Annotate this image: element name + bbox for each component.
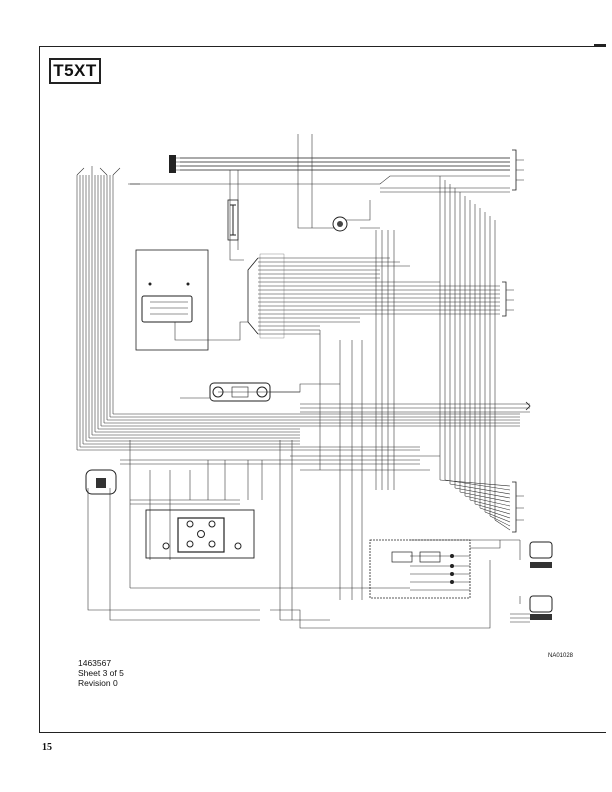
controller-terminal (450, 572, 454, 576)
connector-leads (506, 289, 514, 311)
connector-pin-area (259, 253, 285, 339)
switch-terminal (208, 540, 216, 548)
switch-side-terminal (162, 542, 170, 550)
relay-terminal-left (212, 386, 224, 398)
logic-module-connector (141, 295, 193, 323)
foot-switch-body (85, 469, 117, 495)
logic-module-outline (135, 249, 209, 351)
model-title: T5XT (53, 61, 97, 80)
reverse-contactor (529, 595, 553, 613)
controller-terminal (450, 580, 454, 584)
switch-terminal (186, 540, 194, 548)
controller-relay (419, 551, 441, 563)
switch-center-terminal (197, 530, 205, 538)
fuse-element (230, 204, 236, 236)
connector-leads (516, 159, 524, 181)
reverse-contactor-base (530, 614, 552, 620)
switch-terminal (208, 520, 216, 528)
neg-stud-core (337, 221, 343, 227)
frame-left-border (39, 46, 40, 732)
fuse (227, 199, 239, 241)
forward-contactor-base (530, 562, 552, 568)
frame-corner-mark (594, 44, 606, 46)
logic-module-mount-hole (148, 282, 152, 286)
controller-terminal (450, 554, 454, 558)
drawing-info-block: 1463567 Sheet 3 of 5 Revision 0 (78, 658, 124, 688)
relay-label-plate (231, 386, 249, 398)
relay-body (209, 382, 271, 402)
wire-tags (259, 159, 524, 521)
foot-switch-plunger (96, 478, 106, 488)
forward-contactor (529, 541, 553, 559)
components (85, 155, 553, 620)
switch-terminal (186, 520, 194, 528)
direction-switch-housing (145, 509, 255, 559)
transistor-controller (369, 539, 471, 599)
connector-leads (516, 495, 524, 521)
relay-terminal-right (256, 386, 268, 398)
drawing-code: NA01028 (548, 653, 574, 659)
controller-relay (391, 551, 413, 563)
switch-side-terminal (234, 542, 242, 550)
neg-stud (332, 216, 348, 232)
frame-bottom-border (39, 732, 606, 733)
frame-top-border (39, 46, 606, 47)
controller-terminal (450, 564, 454, 568)
revision-label: Revision 0 (78, 678, 118, 688)
page-number: 15 (42, 742, 52, 753)
wire-network (76, 134, 531, 629)
direction-switch-core (177, 517, 225, 553)
logic-module-pins (150, 301, 188, 315)
drawing-number: 1463567 (78, 658, 112, 668)
logic-module-mount-hole (186, 282, 190, 286)
model-title-box: T5XT (49, 58, 101, 84)
sheet-label: Sheet 3 of 5 (78, 668, 124, 678)
logic-module-lead (174, 321, 248, 341)
hourmeter-connector (169, 155, 176, 173)
